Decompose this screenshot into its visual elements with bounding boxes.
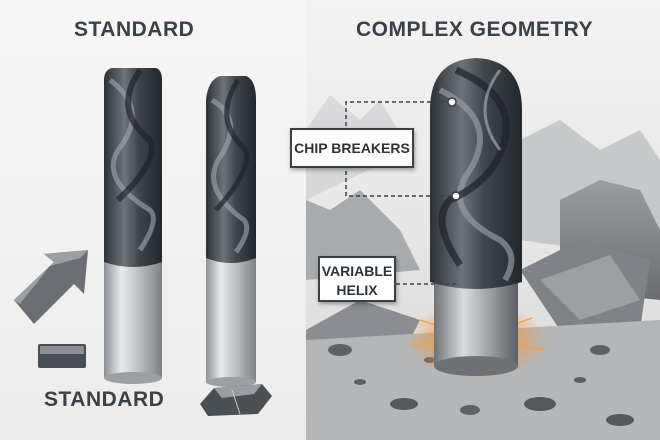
heading-complex-geometry: COMPLEX GEOMETRY bbox=[356, 18, 594, 41]
variable-helix-line1: VARIABLE bbox=[321, 263, 393, 279]
square-insert-icon bbox=[38, 344, 86, 368]
heading-standard: STANDARD bbox=[74, 18, 195, 41]
broken-insert-icon bbox=[200, 384, 272, 416]
variable-helix-callout: VARIABLE HELIX bbox=[318, 256, 396, 302]
chip-breaker-marker bbox=[447, 97, 457, 107]
rock-debris-background bbox=[306, 95, 660, 440]
variable-helix-line2: HELIX bbox=[336, 282, 378, 298]
standard-end-mill-1 bbox=[104, 68, 162, 384]
heading-standard-bottom: STANDARD bbox=[44, 388, 165, 411]
complex-end-mill bbox=[430, 58, 522, 376]
chip-breakers-callout: CHIP BREAKERS bbox=[290, 128, 414, 168]
standard-end-mill-2 bbox=[206, 76, 256, 387]
chip-breaker-marker bbox=[451, 191, 461, 201]
arrow-icon bbox=[14, 250, 88, 324]
